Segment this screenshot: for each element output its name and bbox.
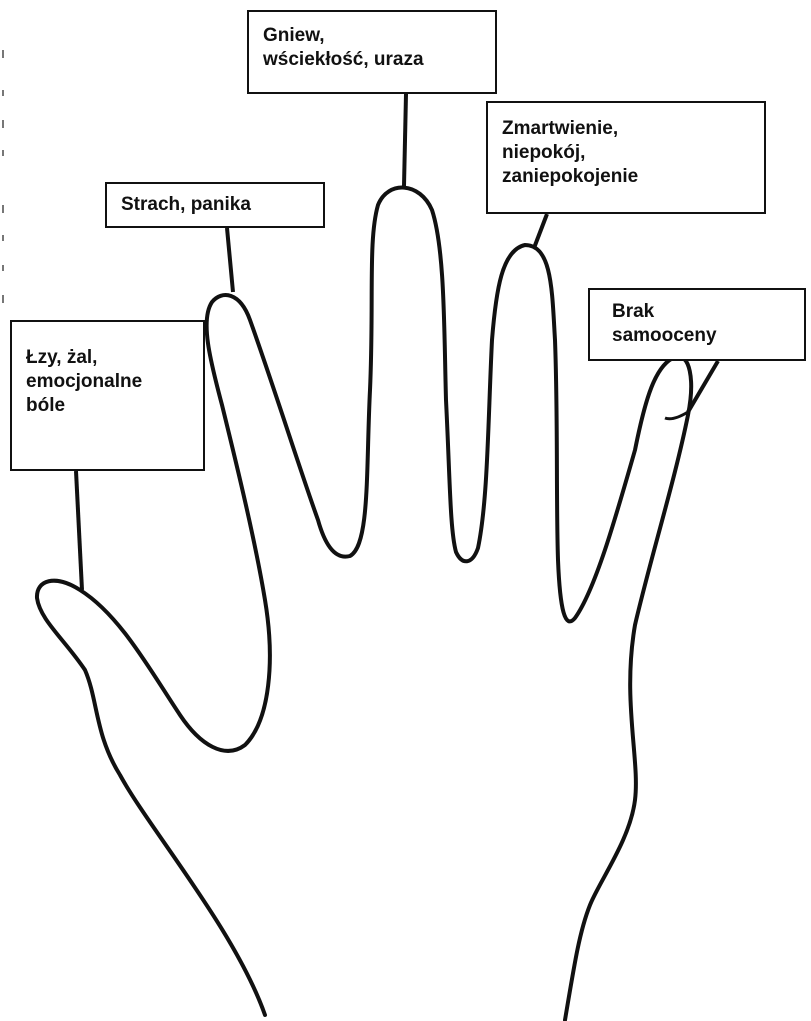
label-thumb-line-2: emocjonalne	[26, 370, 189, 394]
label-ring-line-1: Zmartwienie,	[502, 117, 750, 141]
label-middle-line-2: wściekłość, uraza	[263, 48, 481, 72]
label-thumb-line-1: Łzy, żal,	[26, 346, 189, 370]
label-ring-line-2: niepokój,	[502, 141, 750, 165]
index-connector	[227, 228, 233, 292]
label-middle-line-1: Gniew,	[263, 24, 481, 48]
label-ring-line-3: zaniepokojenie	[502, 165, 750, 189]
thumb-connector	[76, 471, 82, 590]
scan-marks	[2, 50, 4, 303]
label-box-middle: Gniew, wściekłość, uraza	[247, 10, 497, 94]
label-index-line-1: Strach, panika	[121, 193, 309, 217]
middle-connector	[404, 94, 406, 186]
label-box-pinky: Brak samooceny	[588, 288, 806, 361]
label-box-ring: Zmartwienie, niepokój, zaniepokojenie	[486, 101, 766, 214]
label-thumb-line-3: bóle	[26, 394, 189, 418]
ring-connector	[534, 214, 547, 248]
label-pinky-line-1: Brak	[612, 300, 790, 324]
label-box-thumb: Łzy, żal, emocjonalne bóle	[10, 320, 205, 471]
label-pinky-line-2: samooceny	[612, 324, 790, 348]
pinky-nail-line	[665, 412, 688, 419]
label-box-index: Strach, panika	[105, 182, 325, 228]
